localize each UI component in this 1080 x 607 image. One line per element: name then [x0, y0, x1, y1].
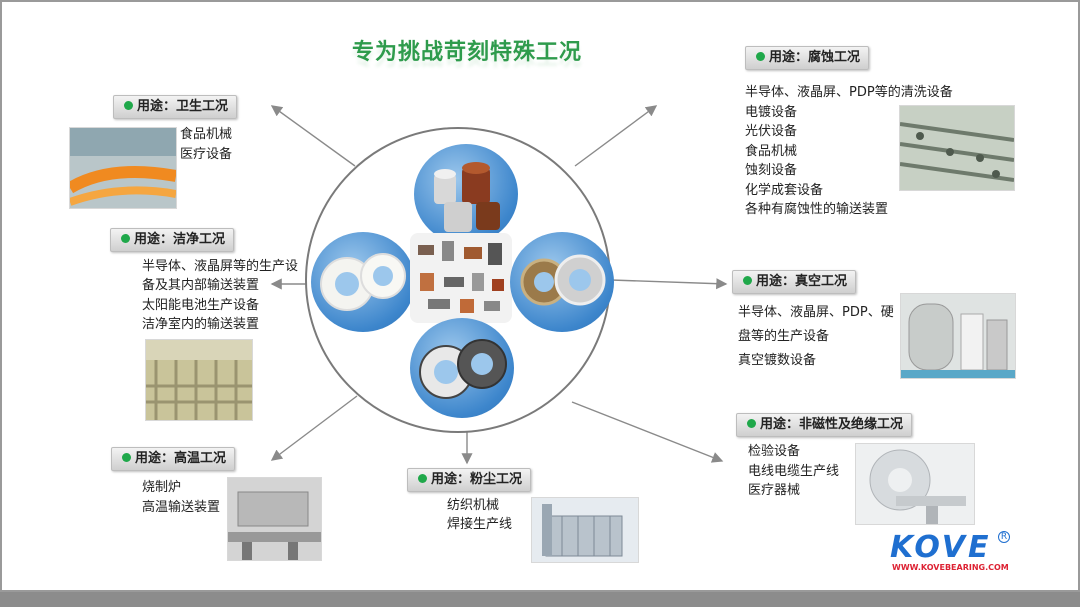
product-image-brown-bearing [510, 232, 614, 332]
text-hygiene-line-2: 医疗设备 [180, 147, 233, 162]
product-image-white-ceramic-bearing [311, 232, 415, 332]
text-clean-line-4: 洁净室内的输送装置 [142, 317, 260, 332]
bullet-dot-icon [747, 419, 756, 428]
photo-furnace-conveyor [227, 477, 322, 561]
product-image-hybrid-bearing [410, 318, 514, 418]
arrow-hygiene [270, 105, 356, 167]
tag-hightemp: 用途：高温工况 [111, 447, 236, 471]
photo-medical-scanner [855, 443, 975, 525]
photo-cleanroom-conveyor [145, 339, 253, 421]
photo-food-production-line [69, 127, 177, 209]
registered-mark-icon: R [998, 531, 1010, 543]
bullet-dot-icon [418, 474, 427, 483]
tag-clean: 用途：洁净工况 [110, 228, 235, 252]
text-nonmagnetic-line-1: 检验设备 [748, 444, 801, 459]
text-clean-line-3: 太阳能电池生产设备 [142, 298, 260, 313]
text-corrosion-line-2: 电镀设备 [745, 105, 798, 120]
tag-vacuum: 用途：真空工况 [732, 270, 857, 294]
arrow-corrosion [574, 105, 658, 167]
text-clean-line-2: 备及其内部输送装置 [142, 278, 260, 293]
photo-cleaning-equipment [899, 105, 1015, 191]
arrow-nonmagnetic [571, 401, 724, 463]
arrow-vacuum [610, 278, 728, 290]
bullet-dot-icon [756, 52, 765, 61]
tag-hygiene: 用途：卫生工况 [113, 95, 238, 119]
bullet-dot-icon [124, 101, 133, 110]
tag-corrosion: 用途：腐蚀工况 [745, 46, 870, 70]
text-vacuum-line-3: 真空镀数设备 [738, 353, 817, 368]
text-vacuum-line-2: 盘等的生产设备 [738, 329, 830, 344]
text-hightemp-line-2: 高温输送装置 [142, 500, 221, 515]
text-clean-line-1: 半导体、液晶屏等的生产设 [142, 259, 299, 274]
bullet-dot-icon [122, 453, 131, 462]
photo-dust-collector [531, 497, 639, 563]
kove-logo: KOVE WWW.KOVEBEARING.COM R [880, 530, 1010, 573]
product-image-small-parts [410, 233, 512, 323]
product-image-ceramic-bushings [414, 144, 518, 244]
arrow-hightemp [270, 395, 358, 461]
text-corrosion-line-1: 半导体、液晶屏、PDP等的清洗设备 [745, 85, 953, 100]
text-nonmagnetic-line-2: 电线电缆生产线 [748, 464, 840, 479]
bullet-dot-icon [121, 234, 130, 243]
bullet-dot-icon [743, 276, 752, 285]
text-corrosion-line-4: 食品机械 [745, 144, 798, 159]
text-corrosion-line-7: 各种有腐蚀性的输送装置 [745, 202, 889, 217]
bottom-bar [0, 592, 1080, 607]
tag-nonmagnetic: 用途：非磁性及绝缘工况 [736, 413, 913, 437]
logo-url: WWW.KOVEBEARING.COM [892, 563, 1009, 572]
text-corrosion-line-5: 蚀刻设备 [745, 163, 798, 178]
text-vacuum-line-1: 半导体、液晶屏、PDP、硬 [738, 305, 894, 320]
text-corrosion-line-6: 化学成套设备 [745, 183, 824, 198]
text-dust-line-2: 焊接生产线 [447, 517, 513, 532]
page-title: 专为挑战苛刻特殊工况 [352, 39, 583, 65]
text-nonmagnetic-line-3: 医疗器械 [748, 483, 801, 498]
text-dust-line-1: 纺织机械 [447, 498, 500, 513]
text-hightemp-line-1: 烧制炉 [142, 480, 182, 495]
photo-vacuum-coating-machine [900, 293, 1016, 379]
text-corrosion-line-3: 光伏设备 [745, 124, 798, 139]
tag-dust: 用途：粉尘工况 [407, 468, 532, 492]
logo-wordmark: KOVE [890, 530, 992, 565]
text-hygiene-line-1: 食品机械 [180, 127, 233, 142]
